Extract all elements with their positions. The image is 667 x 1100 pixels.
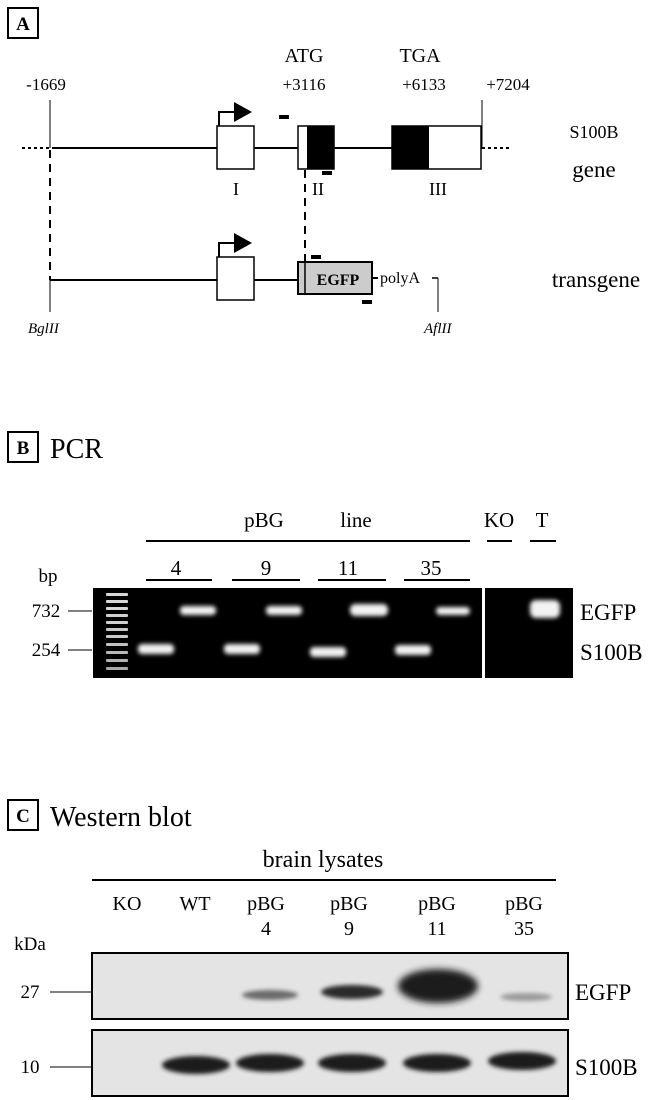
column-label-number: 11 bbox=[427, 918, 446, 940]
s100b-blot bbox=[91, 1029, 569, 1097]
column-label-wt: WT bbox=[179, 893, 210, 915]
lane-label-35: 35 bbox=[421, 556, 442, 580]
egfp-blot-band-pbg9 bbox=[321, 985, 383, 999]
panel-c: C Western blot brain lysates KO WT pBG 4… bbox=[7, 799, 638, 1097]
atg-position-label: +3116 bbox=[283, 75, 326, 94]
panel-b-letter-box bbox=[7, 431, 39, 463]
size-254-label: 254 bbox=[32, 640, 61, 661]
egfp-band-label: EGFP bbox=[580, 600, 636, 625]
kda-unit-label: kDa bbox=[14, 934, 46, 955]
tga-position-label: +6133 bbox=[402, 75, 446, 94]
s100b-blot-band-pbg11 bbox=[403, 1054, 471, 1072]
column-label-pbg: pBG bbox=[330, 893, 368, 915]
egfp-band-lane-t bbox=[530, 600, 560, 618]
atg-label: ATG bbox=[285, 45, 324, 67]
s100b-band-lane-4 bbox=[138, 644, 174, 654]
column-label-number: 9 bbox=[344, 918, 354, 940]
column-label-pbg: pBG bbox=[505, 893, 543, 915]
egfp-band-lane-35 bbox=[436, 607, 470, 615]
s100b-band-label: S100B bbox=[580, 640, 643, 665]
transgene-map: EGFP polyA bbox=[49, 233, 439, 312]
egfp-blot-band-pbg4 bbox=[242, 990, 298, 1000]
egfp-band-lane-9 bbox=[266, 606, 302, 615]
s100b-band-lane-11 bbox=[310, 647, 346, 657]
gene-name-label: S100B bbox=[569, 122, 618, 142]
panel-b-letter: B bbox=[17, 438, 30, 459]
promoter-arrow-icon bbox=[234, 233, 252, 253]
exon-label-2: II bbox=[312, 179, 324, 199]
egfp-blot-band-pbg35 bbox=[500, 993, 552, 1001]
egfp-band-lane-4 bbox=[180, 606, 216, 615]
polya-label: polyA bbox=[380, 270, 420, 287]
panel-a-letter-box bbox=[7, 7, 39, 39]
exon-label-1: I bbox=[233, 179, 239, 199]
exon-label-3: III bbox=[429, 179, 447, 199]
s100b-blot-band-pbg35 bbox=[488, 1052, 556, 1070]
brain-lysates-label: brain lysates bbox=[263, 847, 384, 873]
column-label-ko: KO bbox=[113, 893, 142, 915]
column-label-pbg: pBG bbox=[418, 893, 456, 915]
s100b-blot-band-pbg4 bbox=[236, 1054, 304, 1072]
column-label-number: 35 bbox=[514, 918, 534, 940]
panel-c-letter: C bbox=[16, 806, 30, 827]
primer-mark bbox=[322, 171, 332, 175]
primer-mark bbox=[279, 115, 289, 119]
position-right-label: +7204 bbox=[486, 75, 530, 94]
transgene-label: transgene bbox=[552, 267, 640, 292]
column-label-pbg: pBG bbox=[247, 893, 285, 915]
egfp-band-lane-11 bbox=[350, 604, 388, 616]
lane-label-4: 4 bbox=[171, 556, 182, 580]
lane-label-9: 9 bbox=[261, 556, 272, 580]
t-lane-label: T bbox=[536, 508, 549, 532]
aflii-site-label: AflII bbox=[423, 321, 452, 337]
primer-mark bbox=[311, 255, 321, 259]
panel-a-letter: A bbox=[16, 14, 30, 35]
lane-label-11: 11 bbox=[338, 556, 358, 580]
primer-mark bbox=[362, 300, 372, 304]
gene-word-label: gene bbox=[572, 157, 615, 182]
bglii-site-label: BglII bbox=[28, 321, 60, 337]
panel-a: A -1669 ATG +3116 TGA +6133 +7204 bbox=[7, 7, 640, 337]
column-label-number: 4 bbox=[261, 918, 271, 940]
s100b-band-lane-9 bbox=[224, 644, 260, 654]
panel-c-letter-box bbox=[7, 799, 39, 831]
s100b-blot-band-wt bbox=[162, 1056, 230, 1074]
egfp-box-label: EGFP bbox=[317, 272, 360, 289]
pbg-group-label: pBG bbox=[244, 508, 284, 532]
marker-10-label: 10 bbox=[21, 1057, 40, 1078]
s100b-blot-band-pbg9 bbox=[318, 1054, 386, 1072]
panel-b: B PCR pBG line KO T 4 9 11 35 bp 732 254 bbox=[7, 431, 643, 678]
s100b-blot-label: S100B bbox=[575, 1055, 638, 1080]
panel-c-title: Western blot bbox=[50, 802, 192, 833]
egfp-blot-label: EGFP bbox=[575, 980, 631, 1005]
egfp-blot bbox=[91, 952, 569, 1020]
gene-map bbox=[22, 100, 512, 175]
s100b-band-lane-35 bbox=[395, 645, 431, 655]
dna-ladder bbox=[106, 593, 128, 670]
position-left-label: -1669 bbox=[26, 75, 66, 94]
marker-27-label: 27 bbox=[21, 982, 40, 1003]
line-group-label: line bbox=[340, 508, 372, 532]
pcr-gel bbox=[93, 588, 573, 678]
egfp-blot-band-pbg11 bbox=[398, 969, 478, 1003]
tga-label: TGA bbox=[399, 45, 441, 67]
panel-b-title: PCR bbox=[50, 434, 103, 465]
bp-unit-label: bp bbox=[39, 566, 58, 587]
ko-lane-label: KO bbox=[484, 508, 514, 532]
exon-1 bbox=[216, 125, 255, 170]
promoter-arrow-icon bbox=[234, 102, 252, 122]
size-732-label: 732 bbox=[32, 601, 61, 622]
